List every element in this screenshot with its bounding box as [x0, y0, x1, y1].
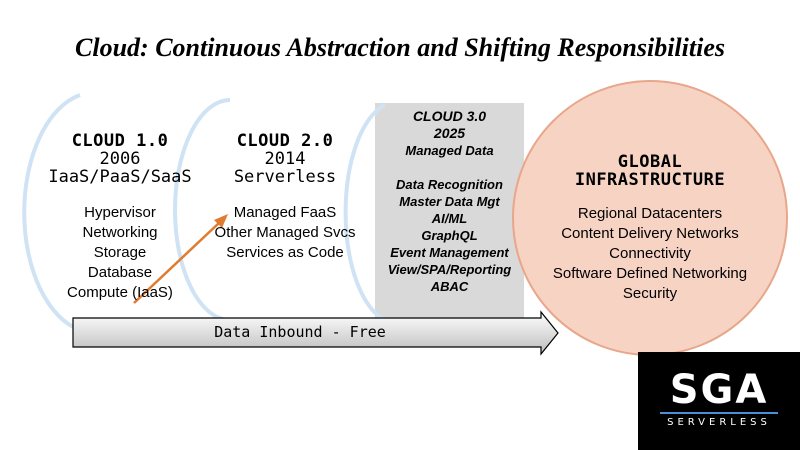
global-item: Security [622, 285, 678, 302]
global-item: Software Defined Networking [552, 265, 748, 282]
cloud2-item: Managed FaaS [233, 204, 337, 221]
cloud1-item: Compute (IaaS) [67, 284, 173, 301]
cloud3-item: AI/ML [431, 211, 468, 226]
cloud1-column: CLOUD 1.0 2006 IaaS/PaaS/SaaS Hypervisor… [40, 132, 200, 303]
cloud3-model: Managed Data [405, 143, 494, 158]
cloud3-name: CLOUD 3.0 [412, 108, 487, 124]
cloud2-items: Managed FaaS Other Managed Svcs Services… [200, 203, 370, 263]
cloud3-arc [343, 103, 386, 322]
cloud3-box [375, 103, 524, 325]
cloud2-model: Serverless [233, 167, 337, 187]
cloud1-arc [22, 93, 81, 332]
cloud3-item: View/SPA/Reporting [387, 262, 512, 277]
global-item: Connectivity [609, 245, 691, 262]
global-item: Regional Datacenters [577, 205, 723, 222]
cloud3-item: Master Data Mgt [399, 194, 500, 209]
global-items: Regional Datacenters Content Delivery Ne… [530, 204, 770, 304]
cloud2-item: Other Managed Svcs [214, 224, 356, 241]
global-title-line1: GLOBAL [617, 152, 683, 172]
global-column: GLOBAL INFRASTRUCTURE Regional Datacente… [530, 153, 770, 304]
cloud3-item: Data Recognition [396, 177, 503, 192]
data-inbound-arrow [72, 310, 559, 356]
cloud2-column: CLOUD 2.0 2014 Serverless Managed FaaS O… [200, 132, 370, 263]
cloud3-column: CLOUD 3.0 2025 Managed Data Data Recogni… [378, 108, 521, 295]
cloud1-item: Hypervisor [84, 204, 156, 221]
data-inbound-label: Data Inbound - Free [214, 323, 386, 341]
logo-accent-line [660, 412, 778, 414]
cloud3-item: GraphQL [421, 228, 478, 243]
logo-main-text: SGA [669, 367, 769, 413]
page-title: Cloud: Continuous Abstraction and Shifti… [75, 33, 725, 62]
cloud3-item: ABAC [430, 279, 469, 294]
cloud2-name: CLOUD 2.0 [236, 131, 334, 151]
cloud1-item: Networking [82, 224, 158, 241]
cloud1-year: 2006 [99, 149, 141, 169]
logo-sub-text: SERVERLESS [667, 417, 771, 428]
cloud1-item: Database [87, 264, 153, 281]
cloud3-year: 2025 [433, 125, 466, 141]
cloud3-items: Data Recognition Master Data Mgt AI/ML G… [378, 176, 521, 295]
transition-arrow-head [214, 214, 228, 228]
cloud2-year: 2014 [264, 149, 306, 169]
cloud2-arc [173, 98, 231, 322]
cloud2-item: Services as Code [226, 244, 344, 261]
cloud1-items: Hypervisor Networking Storage Database C… [40, 203, 200, 303]
sga-logo: SGA SERVERLESS [638, 352, 800, 450]
cloud3-item: Event Management [390, 245, 509, 260]
transition-arrow-line [133, 221, 221, 304]
cloud1-name: CLOUD 1.0 [71, 131, 169, 151]
cloud1-model: IaaS/PaaS/SaaS [48, 167, 192, 187]
global-title-line2: INFRASTRUCTURE [574, 170, 726, 190]
global-item: Content Delivery Networks [561, 225, 739, 242]
cloud1-item: Storage [93, 244, 147, 261]
